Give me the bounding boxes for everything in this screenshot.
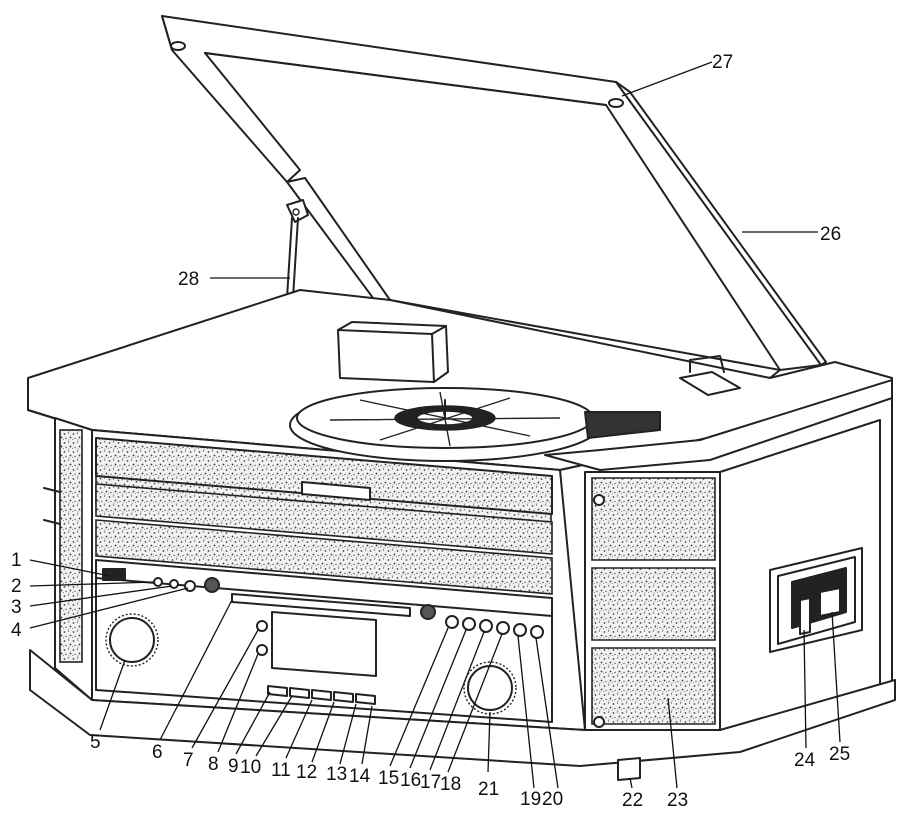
middle-speaker-grille xyxy=(95,483,553,555)
leader-lines xyxy=(29,61,841,789)
callout-26: 26 xyxy=(820,224,841,245)
jack-4[interactable] xyxy=(184,580,196,592)
led-8 xyxy=(256,644,268,656)
brand-badge xyxy=(301,481,371,501)
lid-hinge-hole-left xyxy=(170,41,186,51)
callout-11: 11 xyxy=(271,760,291,781)
callout-25: 25 xyxy=(829,744,850,765)
lower-speaker-grille xyxy=(95,519,553,595)
cassette-eject-key[interactable] xyxy=(799,597,811,635)
callout-17: 17 xyxy=(420,772,441,793)
callout-6: 6 xyxy=(152,742,163,763)
knob-5[interactable] xyxy=(109,617,155,663)
jack-2[interactable] xyxy=(153,577,163,587)
control-6[interactable] xyxy=(204,577,220,593)
callout-1: 1 xyxy=(11,550,22,571)
callout-12: 12 xyxy=(296,762,317,783)
jack-3[interactable] xyxy=(169,579,179,589)
callout-4: 4 xyxy=(11,620,22,641)
callout-8: 8 xyxy=(208,754,219,775)
callout-9: 9 xyxy=(228,756,239,777)
callout-3: 3 xyxy=(11,597,22,618)
callout-20: 20 xyxy=(542,789,563,810)
callout-15: 15 xyxy=(378,768,399,789)
callout-27: 27 xyxy=(712,52,733,73)
right-speaker-grille-top xyxy=(591,477,716,561)
led-7 xyxy=(256,620,268,632)
callout-22: 22 xyxy=(622,790,643,811)
callout-28: 28 xyxy=(178,269,199,290)
callout-18: 18 xyxy=(440,774,461,795)
display xyxy=(271,611,377,677)
left-side-speaker-grille xyxy=(59,429,83,663)
lid-hinge-hole-right xyxy=(608,98,624,108)
callout-10: 10 xyxy=(240,757,261,778)
callout-21: 21 xyxy=(478,779,499,800)
button-row-right[interactable] xyxy=(445,615,544,639)
callout-24: 24 xyxy=(794,750,816,771)
callout-13: 13 xyxy=(326,764,347,785)
cd-slot[interactable] xyxy=(231,593,411,617)
callout-16: 16 xyxy=(400,770,421,791)
callout-14: 14 xyxy=(349,766,371,787)
callout-2: 2 xyxy=(11,576,22,597)
cabinet xyxy=(27,289,896,781)
button-row-bottom[interactable] xyxy=(267,685,376,705)
callout-numbers: 1 2 3 4 5 6 7 8 9 10 11 12 13 14 15 16 1… xyxy=(11,52,850,811)
callout-7: 7 xyxy=(183,750,194,771)
callout-23: 23 xyxy=(667,790,688,811)
usb-port[interactable] xyxy=(102,568,126,581)
right-speaker-grille-bottom xyxy=(591,647,716,725)
callout-19: 19 xyxy=(520,789,541,810)
right-speaker-grille-middle xyxy=(591,567,716,641)
callout-5: 5 xyxy=(90,732,101,753)
foot xyxy=(617,757,641,781)
control-15[interactable] xyxy=(420,604,436,620)
